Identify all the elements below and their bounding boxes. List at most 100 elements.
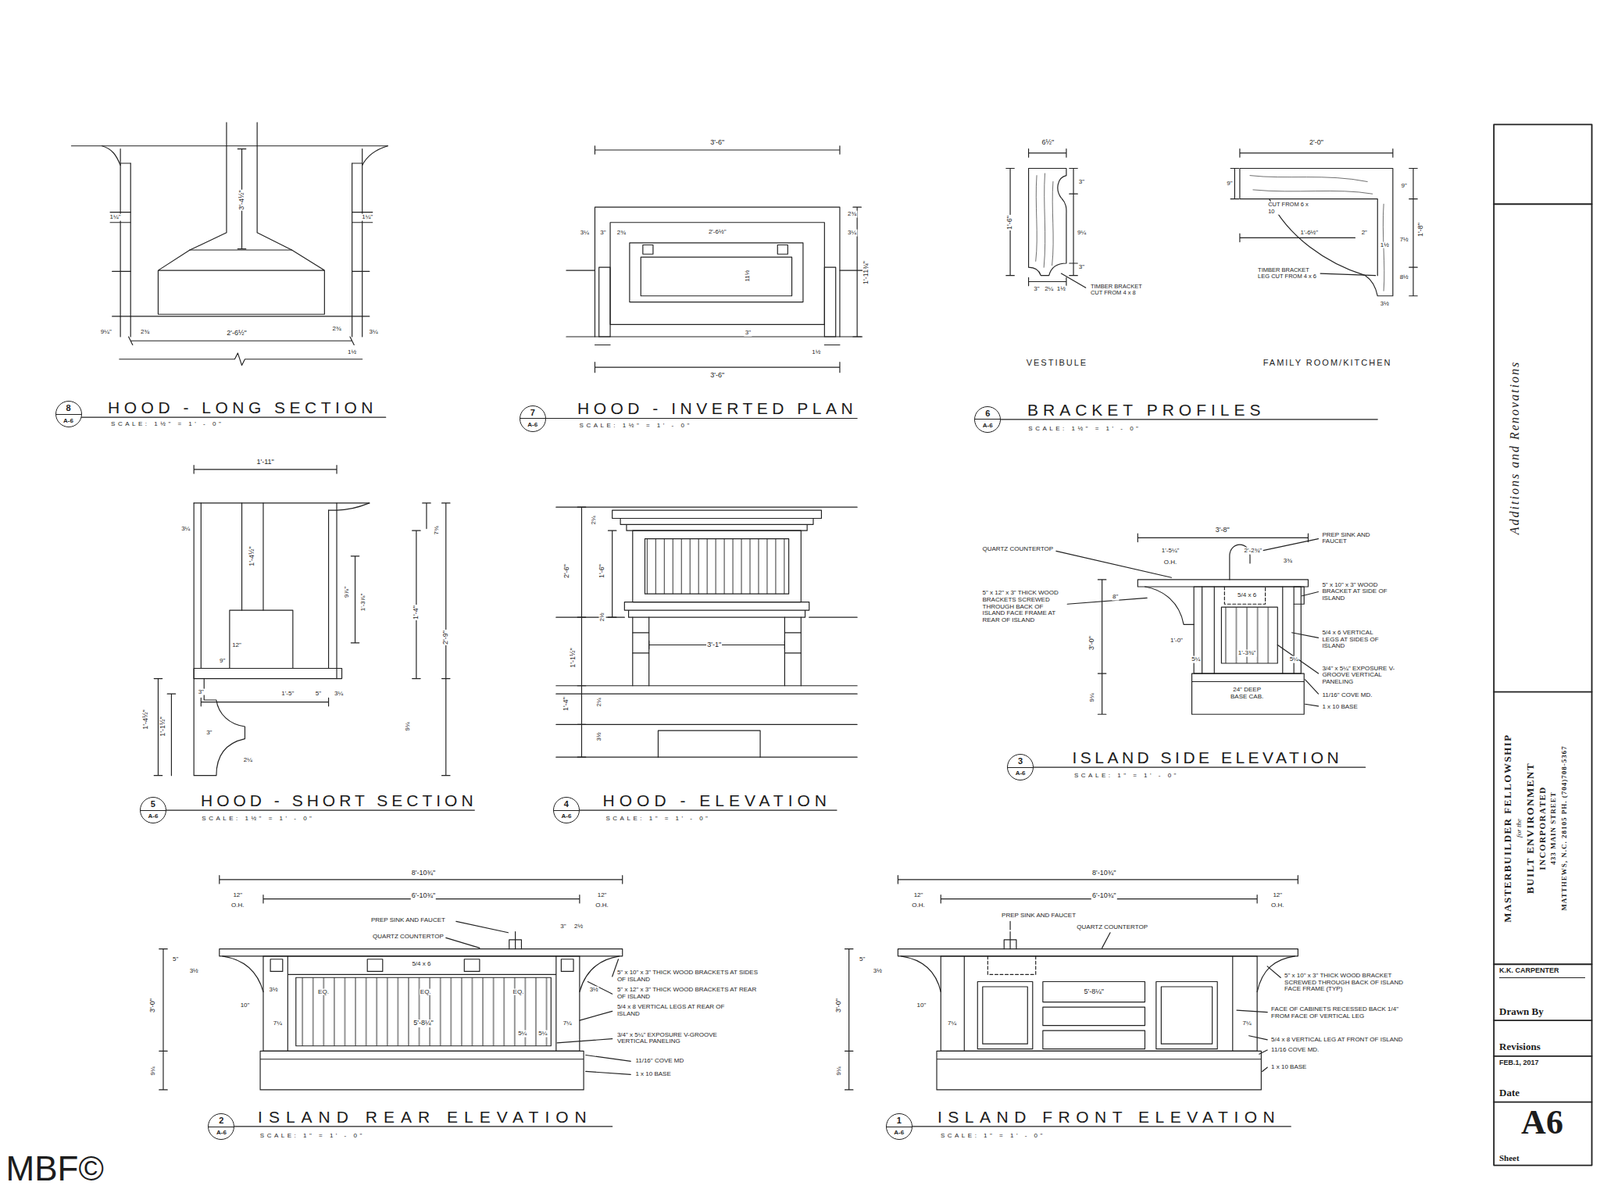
island-side-elevation <box>1224 586 1265 604</box>
island-front-elevation <box>987 956 1036 975</box>
dimension-text: 10" <box>239 1001 251 1009</box>
dimension-text: 1'-6½" <box>1299 228 1319 236</box>
hood-long-section <box>71 122 388 366</box>
dimension-text: 3¼ <box>367 328 379 336</box>
callout-sheet: A-6 <box>56 417 82 425</box>
sheet-number: A6 <box>1521 1105 1564 1140</box>
dimension-text: 2'-2¾" <box>1243 547 1264 555</box>
dimension-text: 9¼" <box>100 328 113 336</box>
hood-elevation <box>632 617 802 686</box>
callout-divider <box>975 418 1000 420</box>
firm-name: for the <box>1515 818 1524 838</box>
dimension-text: 12" <box>1271 891 1283 899</box>
dimension-text: 3½ <box>267 985 279 993</box>
dimension-text: 2'-9" <box>442 629 450 646</box>
dimension-text: 3'-0" <box>835 997 843 1014</box>
hood-inverted-plan <box>853 207 861 337</box>
bracket-profiles <box>1028 149 1067 158</box>
view-title: HOOD - SHORT SECTION <box>200 792 479 809</box>
hood-elevation <box>644 539 789 595</box>
callout-divider <box>553 810 579 811</box>
hood-long-section <box>119 353 363 366</box>
dimension-text: 3'-6" <box>709 139 725 147</box>
dimension-text: 12" <box>232 891 243 899</box>
dimension-text: EQ. <box>317 988 330 996</box>
dimension-text: 6'-10¾" <box>1091 892 1117 900</box>
callout-circle: 3A-6 <box>1007 753 1034 781</box>
dimension-text: 24" DEEP BASE CAB. <box>1225 686 1268 701</box>
dimension-text: 7¾ <box>433 525 441 536</box>
callout-number: 5 <box>140 799 166 809</box>
hood-short-section <box>350 556 359 643</box>
field-label: Date <box>1499 1087 1520 1099</box>
dimension-text: 5¼ <box>1289 655 1300 663</box>
hood-short-section <box>167 693 175 775</box>
dimension-text: QUARTZ COUNTERTOP <box>371 933 445 941</box>
dimension-text: 1¼" <box>360 214 374 222</box>
note-text: 3/4" x 5¼" EXPOSURE V-GROOVE VERTICAL PA… <box>1321 664 1415 686</box>
hood-long-section <box>189 122 293 250</box>
dimension-text: 5" <box>858 955 866 963</box>
note-text: QUARTZ COUNTERTOP <box>982 545 1055 553</box>
hood-short-section <box>193 465 337 474</box>
dimension-text: 9" <box>218 657 226 665</box>
hood-short-section <box>193 678 245 776</box>
dimension-text: 8'-10¾" <box>1091 869 1117 878</box>
dimension-text: 1'-1½" <box>159 715 168 737</box>
hood-short-section <box>442 503 450 776</box>
island-front-elevation <box>982 986 1028 1044</box>
hood-inverted-plan <box>610 222 825 325</box>
island-front-elevation <box>1042 1030 1146 1050</box>
dimension-text: PREP SINK AND FAUCET <box>370 917 447 925</box>
dimension-text: 8" <box>1111 593 1119 601</box>
hood-inverted-plan <box>594 207 840 337</box>
callout-divider <box>140 810 166 811</box>
dimension-text: 2'-6½" <box>225 329 247 338</box>
hood-long-section <box>157 250 325 315</box>
dimension-text: 3" <box>744 328 752 336</box>
dimension-text: O.H. <box>594 901 609 909</box>
island-front-elevation <box>977 981 1033 1049</box>
callout-circle: 5A-6 <box>139 796 167 824</box>
island-front-elevation <box>1042 1007 1146 1026</box>
callout-divider <box>56 414 82 415</box>
firm-name: MASTERBUILDER FELLOWSHIP <box>1502 733 1514 923</box>
hood-inverted-plan <box>640 257 792 297</box>
hood-short-section <box>153 465 450 776</box>
scale-text: SCALE: 1" = 1' - 0" <box>605 814 712 822</box>
dimension-text: 1'-4" <box>412 604 421 621</box>
title-block-cell: FEB.1, 2017Date <box>1493 1056 1591 1103</box>
dimension-text: 7¼ <box>272 1020 283 1028</box>
island-side-elevation <box>1202 586 1295 674</box>
dimension-text: 3¼ <box>333 690 344 698</box>
dimension-text: 2¾ <box>139 328 150 336</box>
island-rear-elevation <box>270 959 283 972</box>
title-block-cell: K.K. CARPENTERDrawn By <box>1493 964 1591 1021</box>
dimension-text: 2½ <box>598 612 606 623</box>
note-text: TIMBER BRACKET CUT FROM 4 x 8 <box>1089 283 1155 297</box>
dimension-text: 2'-0" <box>1308 139 1325 147</box>
dimension-text: 3½ <box>189 967 200 975</box>
watermark: MBF© <box>5 1151 105 1186</box>
bracket-profiles <box>1409 168 1418 297</box>
hood-elevation <box>657 730 761 758</box>
island-rear-elevation <box>263 956 580 1051</box>
firm-name: BUILT ENVIRONMENT <box>1525 762 1536 894</box>
note-text: PREP SINK AND FAUCET <box>1321 532 1383 547</box>
dimension-text: 3¾ <box>1282 557 1293 565</box>
callout-sheet: A-6 <box>975 422 1000 430</box>
island-side-elevation <box>1221 607 1278 664</box>
hood-long-section <box>112 271 370 272</box>
island-front-elevation <box>936 1050 1261 1090</box>
bracket-profiles <box>1028 168 1067 276</box>
firm-address: 433 MAIN STREET <box>1550 791 1558 865</box>
dimension-text: 1½ <box>1056 285 1067 293</box>
dimension-text: 3'-4½" <box>238 189 247 211</box>
dimension-text: 3'-0" <box>1088 635 1097 651</box>
dimension-text: 2¾ <box>846 210 858 218</box>
note-text: 5/4 x 8 VERTICAL LEGS AT REAR OF ISLAND <box>616 1004 731 1019</box>
hood-short-section <box>242 503 264 611</box>
note-text: 11/16 COVE MD. <box>1270 1046 1320 1054</box>
dimension-text: 1'-11¾" <box>862 260 871 286</box>
dimension-text: 5¼ <box>517 1030 528 1038</box>
